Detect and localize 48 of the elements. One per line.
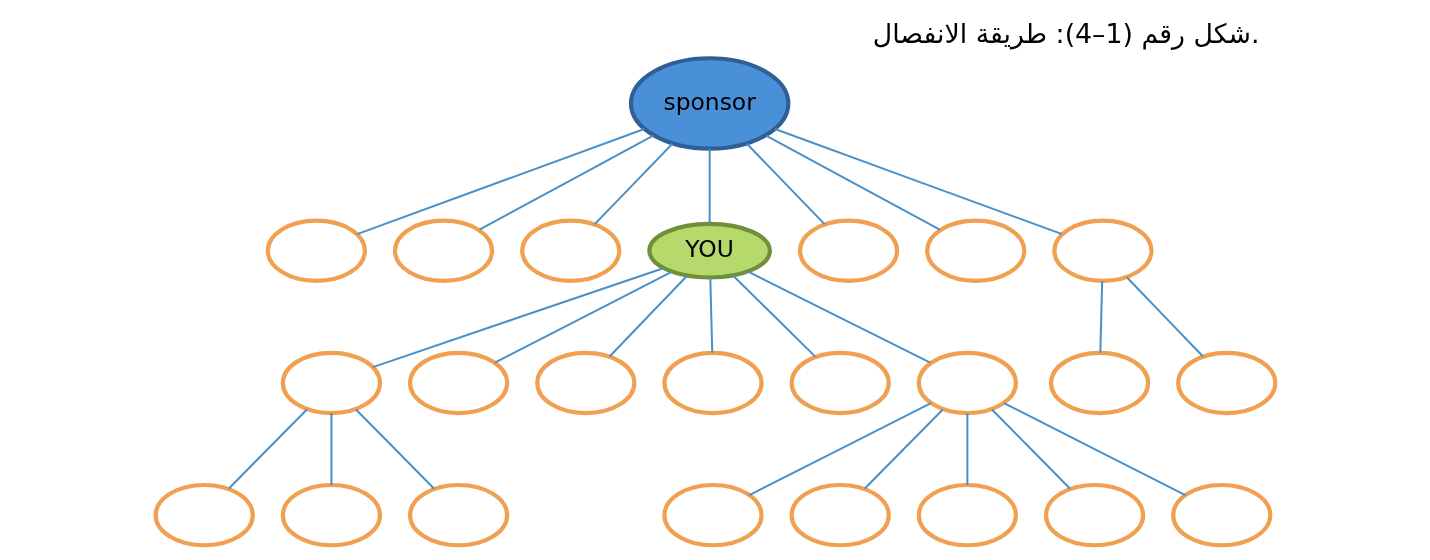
node-ellipse xyxy=(924,218,1026,283)
connector xyxy=(593,143,673,226)
connector xyxy=(608,275,688,358)
connector xyxy=(356,128,645,236)
node-ellipse xyxy=(265,218,367,283)
connector xyxy=(329,413,332,485)
connector xyxy=(1125,276,1204,358)
node-ellipse xyxy=(280,482,382,548)
node-ellipse xyxy=(1048,350,1150,416)
connector xyxy=(745,143,825,226)
node-ellipse xyxy=(519,218,621,283)
connector xyxy=(747,270,931,364)
node-ellipse xyxy=(797,218,899,283)
connector xyxy=(774,128,1062,236)
node-ellipse xyxy=(1043,482,1145,548)
node-ellipse xyxy=(280,350,382,416)
connector xyxy=(227,408,308,490)
connector xyxy=(708,149,711,224)
connector xyxy=(372,267,664,369)
node-ellipse xyxy=(916,350,1018,416)
node-ellipse xyxy=(789,482,891,548)
connector xyxy=(354,408,435,490)
diagram-title: شكل رقم (1–4): طريقة الانفصال. xyxy=(872,17,1260,49)
connector xyxy=(990,408,1071,490)
connector xyxy=(478,134,654,231)
connector xyxy=(965,413,968,485)
node-ellipse xyxy=(392,218,494,283)
connector xyxy=(863,408,944,490)
node-ellipse xyxy=(1170,482,1272,548)
connector xyxy=(731,274,816,358)
node-ellipse xyxy=(153,482,255,548)
node-ellipse xyxy=(1175,350,1277,416)
node-ellipse: sponsor xyxy=(628,56,790,151)
node-ellipse: YOU xyxy=(646,221,772,280)
node-ellipse xyxy=(789,350,891,416)
node-ellipse xyxy=(407,350,509,416)
connector xyxy=(748,402,931,496)
connector xyxy=(708,277,713,353)
node-ellipse xyxy=(534,350,636,416)
node-ellipse xyxy=(661,350,764,416)
connector xyxy=(1098,280,1103,353)
node-ellipse xyxy=(407,482,509,548)
node-ellipse xyxy=(916,482,1018,548)
node-ellipse xyxy=(1051,218,1154,283)
connector xyxy=(765,134,940,231)
node-ellipse xyxy=(661,482,764,548)
connector xyxy=(493,270,672,364)
connector xyxy=(1002,402,1186,496)
